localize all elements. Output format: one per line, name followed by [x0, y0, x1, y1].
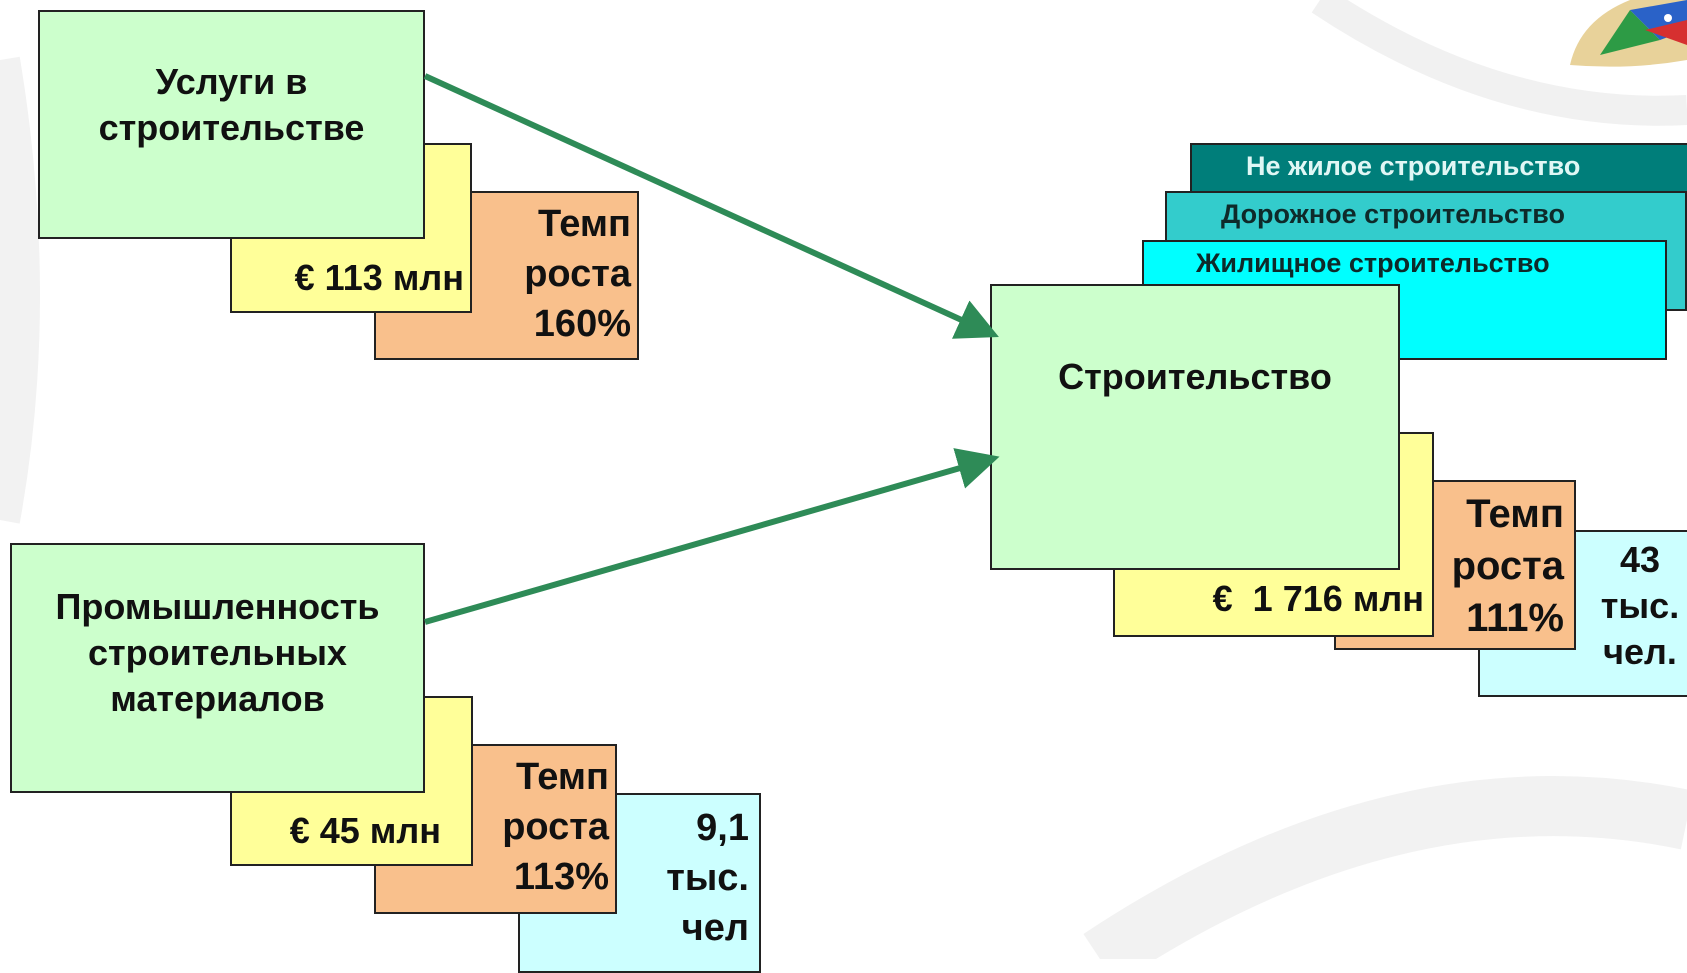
sector-housing-label: Жилищное строительство: [1196, 248, 1550, 278]
right-growth-text: Темп роста 111%: [1451, 492, 1564, 640]
right-employment-text: 43 тыс. чел.: [1600, 539, 1680, 672]
left-bottom-value-text: € 45 млн: [289, 810, 441, 851]
left-top-growth-text: Темп роста 160%: [524, 203, 631, 345]
left-bottom-growth-text: Темп роста 113%: [502, 756, 609, 898]
sector-road-label: Дорожное строительство: [1221, 199, 1565, 229]
left-top-sector-box: Услуги в строительстве: [38, 10, 425, 239]
sector-non-residential-label: Не жилое строительство: [1246, 151, 1581, 181]
left-bottom-employment-text: 9,1 тыс. чел: [666, 807, 749, 949]
right-sector-title: Строительство: [1058, 356, 1332, 397]
left-bottom-sector-box: Промышленность строительных материалов: [10, 543, 425, 793]
right-sector-box: Строительство: [990, 284, 1400, 570]
left-bottom-sector-title: Промышленность строительных материалов: [55, 586, 380, 719]
logo-icon: [1570, 0, 1687, 67]
left-top-sector-title: Услуги в строительстве: [98, 60, 365, 148]
right-value-text: € 1 716 млн: [1212, 578, 1424, 619]
left-top-value-text: € 113 млн: [294, 257, 464, 298]
